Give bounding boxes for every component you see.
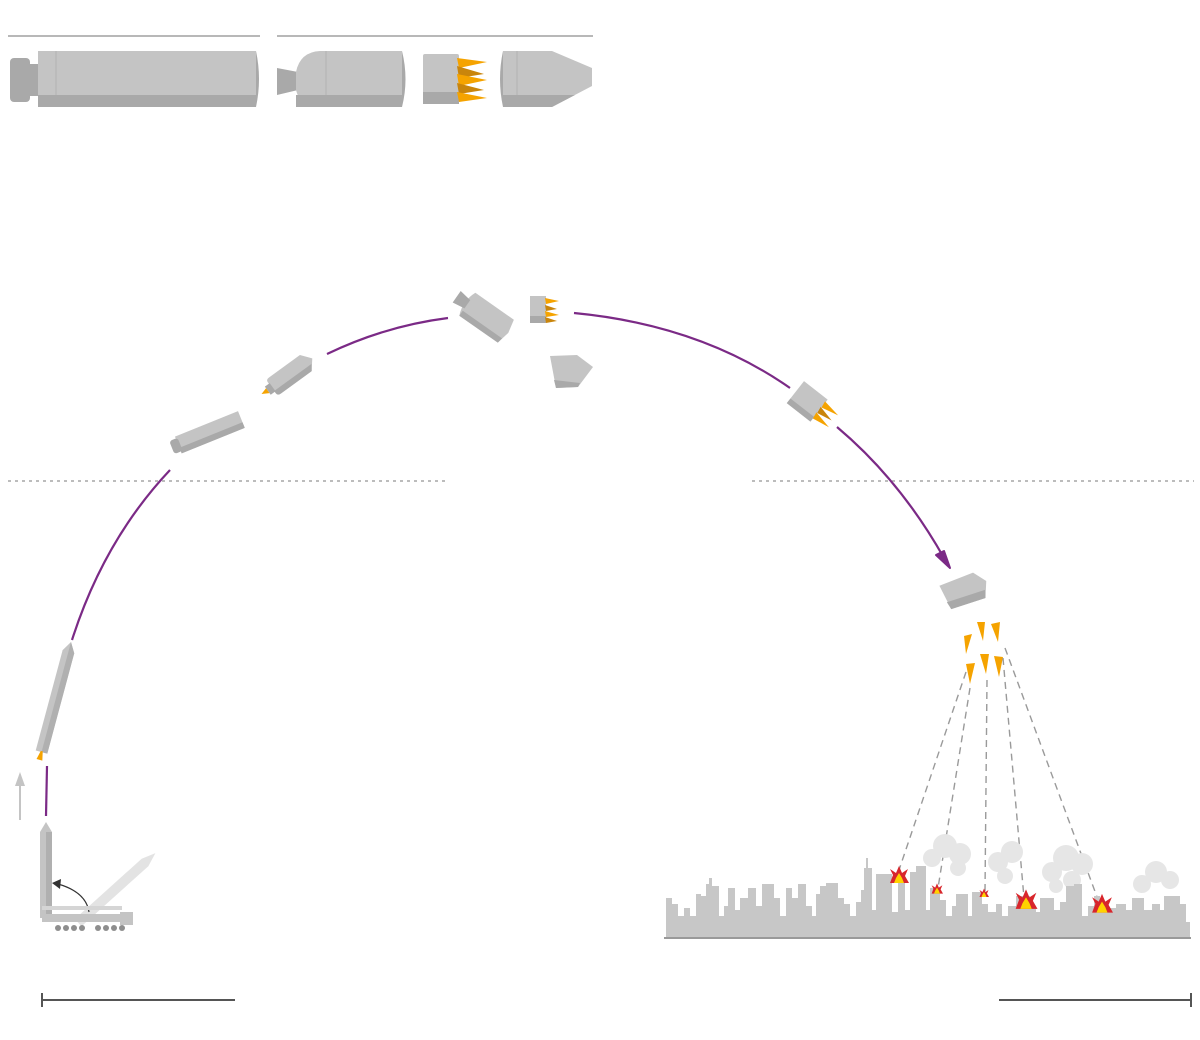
warhead-icon xyxy=(991,622,1000,642)
trajectory-segment-ascent xyxy=(70,469,171,641)
stage-legend xyxy=(8,35,593,107)
rocket-second-stage-spent-icon xyxy=(452,291,514,343)
mobile-launcher-truck-icon xyxy=(42,906,133,931)
explosion-icon xyxy=(931,883,943,894)
warhead-bus-icon xyxy=(423,54,487,104)
trajectory-segment-descent xyxy=(573,311,791,389)
warhead-icon xyxy=(966,663,975,684)
rocket-upright-icon xyxy=(40,822,52,918)
target-label-rule xyxy=(999,993,1192,1007)
launch-site xyxy=(15,772,156,931)
rocket-booster-icon xyxy=(10,51,259,107)
explosion-icon xyxy=(1092,893,1113,913)
explosion-icon xyxy=(890,866,909,883)
rocket-ascending-icon xyxy=(35,641,75,761)
arrow-icon xyxy=(15,772,25,820)
warheads xyxy=(964,622,1003,684)
smoke-plume-icon xyxy=(988,841,1023,884)
launch-label-rule xyxy=(41,993,235,1007)
warhead-icon xyxy=(964,634,972,654)
target-city xyxy=(664,834,1191,939)
warhead-icon xyxy=(977,622,985,641)
warhead-icon xyxy=(980,654,989,674)
rocket-booster-separated-icon xyxy=(170,411,245,454)
trajectory-segment-coast xyxy=(326,316,449,355)
warhead-icon xyxy=(994,656,1003,677)
rocket-second-stage-icon xyxy=(277,51,406,107)
trajectory-segment-reentry xyxy=(836,426,945,559)
warhead-bus-release-icon xyxy=(939,572,987,610)
trajectory-segment-liftoff xyxy=(44,765,49,817)
warhead-bus-descent-icon xyxy=(786,381,839,428)
smoke-plume-icon xyxy=(1133,861,1179,893)
smoke-plume-icon xyxy=(923,834,971,876)
rocket-second-stage-flight-icon xyxy=(261,354,313,395)
explosion-icon xyxy=(979,888,989,897)
warhead-bus-flight-icon xyxy=(530,296,559,323)
trajectory-path xyxy=(44,311,945,817)
explosion-icon xyxy=(1015,889,1038,909)
city-skyline-icon xyxy=(666,858,1190,938)
flame-icon xyxy=(457,58,487,102)
arrow-icon xyxy=(52,879,61,889)
arrow-icon xyxy=(935,550,951,569)
smoke-plume-icon xyxy=(1042,845,1093,893)
nose-cone-separated-icon xyxy=(550,355,593,388)
nose-cone-icon xyxy=(500,51,592,107)
